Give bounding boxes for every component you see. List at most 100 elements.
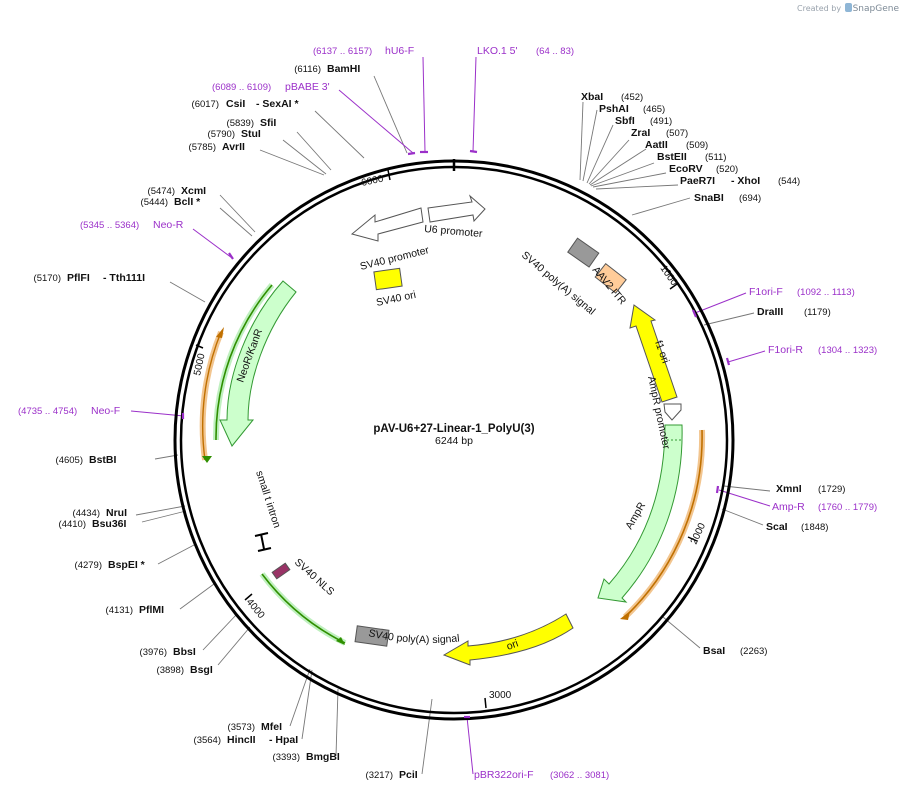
enzyme-bsgi: BsgI	[190, 664, 213, 676]
ampr-label: AmpR	[623, 500, 648, 532]
enzyme-pos-bspei: (4279)	[75, 560, 102, 571]
aav2-itr-box	[594, 262, 627, 294]
enzyme-bcli: BclI *	[174, 196, 201, 208]
enzyme-avrii: AvrII	[222, 141, 245, 153]
tick-6000: 6000	[360, 173, 384, 188]
enzyme-pos-pcii: (3217)	[366, 770, 393, 781]
enzyme-pcii: PciI	[399, 769, 418, 781]
enzyme-pos-bsgi: (3898)	[157, 665, 184, 676]
primer-pos-neo-r: (5345 .. 5364)	[80, 220, 139, 231]
credit-brand: SnapGene	[852, 4, 899, 14]
neo-track	[202, 331, 222, 461]
enzyme-pos-draiii: (1179)	[804, 307, 831, 318]
sv40-promoter-arrow	[350, 207, 424, 242]
primer-f1ori-f: F1ori-F	[749, 286, 783, 298]
nls-track-arrow	[336, 637, 345, 645]
enzyme-snabi: SnaBI	[694, 192, 724, 204]
enzyme-pos-bsu36i: (4410)	[59, 519, 86, 530]
sv40-nls-label: SV40 NLS	[292, 556, 336, 598]
u6-promoter-arrow	[427, 194, 486, 223]
enzyme-pos-bmgbi: (3393)	[273, 752, 300, 763]
enzyme-pflmi: PflMI	[139, 604, 164, 616]
enzyme-mfei: MfeI	[261, 721, 282, 733]
enzyme-bsu36i: Bsu36I	[92, 518, 127, 530]
enzyme-pos-sfii: (5839)	[227, 118, 254, 129]
enzyme-pos-bsteii: (511)	[705, 152, 726, 163]
enzyme-pos-hincii: (3564)	[194, 735, 221, 746]
sv40-ori-box	[373, 267, 403, 291]
enzyme-hincii: HincII	[227, 734, 256, 746]
enzyme-pos-aatii: (509)	[686, 140, 708, 151]
primer-pos-pbr322ori-f: (3062 .. 3081)	[550, 770, 609, 781]
enzyme-xcmi: XcmI	[181, 185, 206, 197]
primer-pos-pbabe: (6089 .. 6109)	[212, 82, 271, 93]
f1-ori-arrow	[629, 304, 678, 403]
small-t-intron-label: small t intron	[253, 469, 283, 529]
primer-f1ori-r: F1ori-R	[768, 344, 803, 356]
leader-lines	[135, 75, 771, 775]
enzyme-draiii: DraIII	[757, 306, 783, 318]
primer-lko1: LKO.1 5'	[477, 45, 518, 57]
sv40-ori-label: SV40 ori	[375, 289, 417, 309]
enzyme-pos-bamhi: (6116)	[294, 64, 321, 75]
neo-track-arrow-up	[216, 327, 224, 338]
enzyme-zrai: ZraI	[631, 127, 650, 139]
enzyme-pos-avrii: (5785)	[189, 142, 216, 153]
tick-2000: 2000	[689, 521, 709, 546]
primer-amp-r: Amp-R	[772, 501, 805, 513]
enzyme-bspei: BspEI *	[108, 559, 146, 571]
enzyme-aatii: AatII	[645, 139, 668, 151]
enzyme-pos-bbsi: (3976)	[140, 647, 167, 658]
enzyme-bstbi: BstBI	[89, 454, 117, 466]
enzyme-nrui: NruI	[106, 507, 127, 519]
enzyme-tth111i: - Tth111I	[103, 272, 145, 284]
snapgene-credit: Created by SnapGene	[797, 3, 899, 14]
primer-hu6-f: hU6-F	[385, 45, 414, 57]
enzyme-sexai: - SexAI *	[256, 98, 300, 110]
enzyme-sbfi: SbfI	[615, 115, 635, 127]
ori-arrow	[442, 613, 574, 666]
ampr-track	[624, 429, 703, 618]
tick-3000: 3000	[489, 690, 512, 701]
sv40-polya-box	[354, 625, 390, 647]
primer-pos-f1ori-r: (1304 .. 1323)	[818, 345, 877, 356]
enzyme-labels-left: (6116) BamHI (6017) CsiI - SexAI * (5839…	[34, 63, 418, 781]
credit-prefix: Created by	[797, 4, 842, 13]
primer-neo-r: Neo-R	[153, 219, 184, 231]
enzyme-pos-stui: (5790)	[208, 129, 235, 140]
enzyme-sfii: SfiI	[260, 117, 276, 129]
primer-neo-f: Neo-F	[91, 405, 120, 417]
enzyme-scai: ScaI	[766, 521, 788, 533]
aav2-itr-gray-box	[567, 237, 600, 268]
nls-track	[261, 573, 346, 644]
enzyme-pos-pflfi: (5170)	[34, 273, 61, 284]
primer-pos-hu6-f: (6137 .. 6157)	[313, 46, 372, 57]
plasmid-length: 6244 bp	[435, 435, 473, 447]
enzyme-bbsi: BbsI	[173, 646, 196, 658]
primer-pos-lko1: (64 .. 83)	[536, 46, 574, 57]
features	[219, 194, 683, 666]
enzyme-pos-pflmi: (4131)	[106, 605, 133, 616]
primer-pos-f1ori-f: (1092 .. 1113)	[797, 287, 855, 298]
enzyme-labels-right: XbaI (452) PshAI (465) SbfI (491) ZraI (…	[581, 91, 845, 657]
snapgene-logo-icon	[844, 3, 852, 12]
primer-labels: (6137 .. 6157) hU6-F LKO.1 5' (64 .. 83)…	[18, 45, 877, 781]
neor-arrow	[219, 280, 297, 447]
enzyme-pos-sbfi: (491)	[650, 116, 672, 127]
ampr-promoter-arrow	[663, 403, 682, 421]
enzyme-pos-xmni: (1729)	[818, 484, 845, 495]
enzyme-pos-bsai: (2263)	[740, 646, 767, 657]
enzyme-bamhi: BamHI	[327, 63, 360, 75]
enzyme-xmni: XmnI	[776, 483, 802, 495]
plasmid-name: pAV-U6+27-Linear-1_PolyU(3)	[373, 423, 534, 435]
enzyme-pos-snabi: (694)	[739, 193, 761, 204]
enzyme-paer7i: PaeR7I	[680, 175, 715, 187]
enzyme-pos-mfei: (3573)	[228, 722, 255, 733]
enzyme-ecorv: EcoRV	[669, 163, 703, 175]
enzyme-hpai: - HpaI	[269, 734, 298, 746]
enzyme-pos-pshai: (465)	[643, 104, 665, 115]
sv40-nls-box	[271, 562, 291, 580]
ori-label: ori	[505, 638, 520, 653]
